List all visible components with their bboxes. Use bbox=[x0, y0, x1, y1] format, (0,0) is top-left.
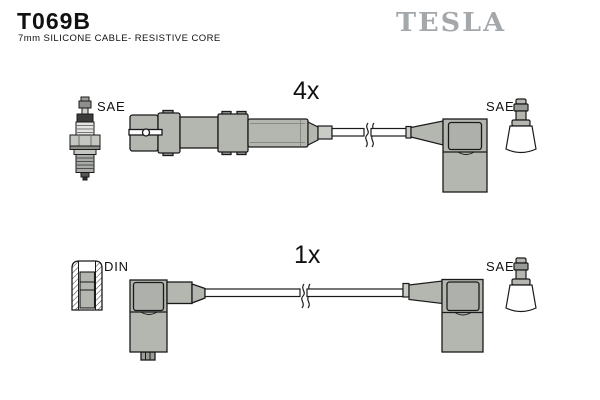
terminal-type-label-sae: SAE bbox=[486, 99, 515, 114]
distributor-connector-drawing bbox=[128, 109, 309, 157]
quantity-label-4x: 4x bbox=[293, 77, 320, 105]
spark-plug-icon bbox=[69, 96, 101, 181]
tesla-logo: TESLA bbox=[396, 7, 507, 38]
product-subtitle: 7mm SILICONE CABLE- RESISTIVE CORE bbox=[18, 33, 221, 44]
terminal-type-label-sae: SAE bbox=[486, 259, 515, 274]
part-number: T069B bbox=[17, 8, 92, 34]
quantity-label-1x: 1x bbox=[294, 241, 321, 269]
cable-1x-drawing bbox=[204, 280, 443, 309]
terminal-type-label-sae: SAE bbox=[97, 99, 126, 114]
elbow-boot-connector-drawing bbox=[442, 118, 488, 193]
elbow-boot-connector-drawing bbox=[441, 278, 484, 353]
elbow-boot-connector-drawing bbox=[129, 279, 206, 361]
cable-4x-drawing bbox=[307, 120, 444, 148]
terminal-type-label-din: DIN bbox=[104, 259, 129, 274]
din-socket-icon bbox=[71, 260, 103, 311]
